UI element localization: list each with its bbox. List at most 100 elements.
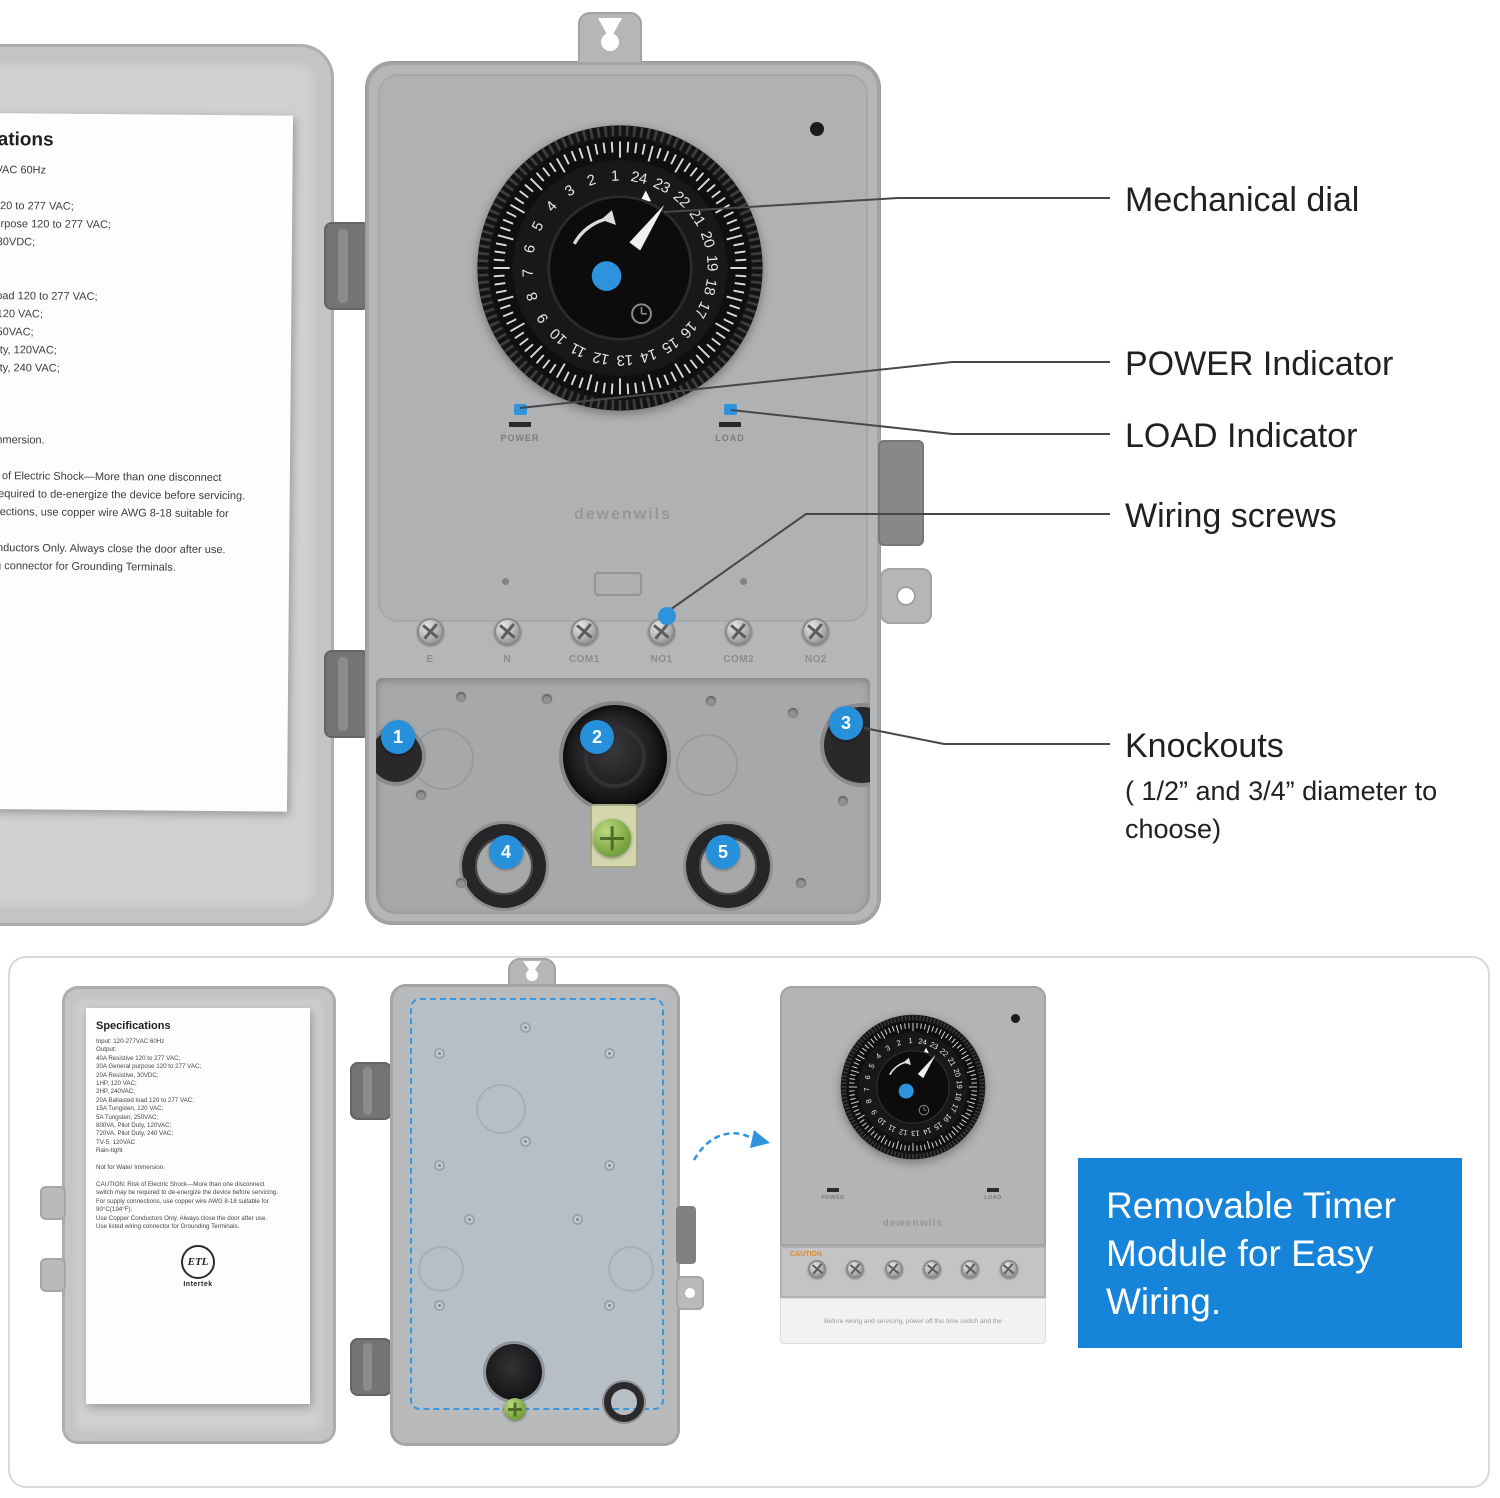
- svg-text:12: 12: [591, 348, 610, 367]
- load-indicator-label: LOAD: [715, 433, 745, 443]
- svg-text:1: 1: [908, 1036, 913, 1045]
- hinge-top-small: [350, 1062, 392, 1120]
- terminal-screw-icon: [923, 1260, 942, 1278]
- spec-line: 1HP, 120 VAC;: [96, 1080, 137, 1088]
- spec-line: [0, 412, 278, 433]
- terminal-screw-icon: [808, 1260, 827, 1278]
- wiring-terminal[interactable]: NO1: [634, 618, 690, 665]
- svg-text:20: 20: [952, 1067, 963, 1078]
- spec-line: Use Copper Conductors Only. Always close…: [0, 541, 226, 557]
- callout-knockouts-note: ( 1/2” and 3/4” diameter to choose): [1125, 776, 1438, 844]
- spec-line: [96, 1156, 300, 1164]
- side-mounting-ear: [676, 1276, 704, 1310]
- spec-line: 40A Resistive 120 to 277 VAC;: [0, 199, 74, 213]
- terminal-screw-icon[interactable]: [648, 618, 676, 645]
- svg-text:19: 19: [955, 1080, 964, 1089]
- module-terminal-strip: CAUTION: [780, 1246, 1046, 1298]
- etl-certification: ETL Intertek: [163, 1245, 233, 1288]
- svg-text:9: 9: [869, 1108, 879, 1116]
- wiring-terminal[interactable]: N: [479, 618, 535, 665]
- spec-line: 720VA, Pilot Duty, 240 VAC;: [96, 1130, 174, 1138]
- hinge-bottom-small: [350, 1338, 392, 1396]
- caution-label: CAUTION: [790, 1251, 822, 1258]
- wiring-terminal[interactable]: E: [402, 618, 458, 665]
- door-latch: [40, 1186, 66, 1220]
- svg-text:18: 18: [953, 1092, 964, 1102]
- module-warning-text: Before wiring and servicing, power off t…: [824, 1317, 1002, 1325]
- svg-text:7: 7: [520, 268, 536, 277]
- enclosure-door-open: Specifications Input: 120-277VAC 60HzOut…: [0, 44, 334, 926]
- module-warning-strip: Before wiring and servicing, power off t…: [780, 1298, 1046, 1344]
- panel-dot: [740, 578, 747, 585]
- mounting-tab-small: [508, 958, 556, 986]
- ground-screw[interactable]: [593, 819, 631, 857]
- screw-hole: [456, 878, 466, 888]
- terminal-label: NO2: [804, 654, 827, 665]
- terminal-screw-icon: [884, 1260, 903, 1278]
- load-led-icon: [723, 404, 737, 415]
- wiring-terminal[interactable]: NO2: [788, 618, 844, 665]
- callout-knockouts: Knockouts: [1125, 727, 1284, 765]
- svg-text:5: 5: [867, 1062, 877, 1070]
- spec-line: Use listed wiring connector for Groundin…: [96, 1222, 240, 1230]
- screw-hole: [838, 796, 848, 806]
- svg-text:14: 14: [922, 1126, 933, 1137]
- spec-line: 20A Ballasted load 120 to 277 VAC;: [0, 289, 98, 303]
- screw-hole: [788, 708, 798, 718]
- spec-line: Input: 120-277VAC 60Hz: [96, 1038, 165, 1045]
- wiring-terminal[interactable]: COM2: [711, 618, 767, 665]
- terminal-screw-icon[interactable]: [570, 618, 598, 645]
- terminal-row: E N COM1 NO1 COM2 NO2: [402, 618, 844, 665]
- knockout-badge-5: 5: [706, 835, 740, 869]
- terminal-screw-icon[interactable]: [493, 618, 521, 645]
- power-indicator: POWER: [808, 1188, 858, 1201]
- spec-line: Rain-tight: [0, 394, 279, 415]
- screw-hole: [434, 1160, 445, 1171]
- spec-line: For supply connections, use copper wire …: [96, 1197, 269, 1205]
- terminal-screw-icon[interactable]: [416, 618, 444, 645]
- svg-text:11: 11: [568, 339, 589, 360]
- power-indicator: POWER: [490, 404, 550, 443]
- spec-line: CAUTION: Risk of Electric Shock—More tha…: [96, 1180, 265, 1188]
- load-indicator-mark: [719, 422, 741, 427]
- terminal-screw-icon[interactable]: [725, 618, 753, 645]
- knockout-badge-3: 3: [829, 706, 863, 740]
- terminal-screw-icon[interactable]: [802, 618, 830, 645]
- knockout-grommet: [604, 1382, 644, 1422]
- wiring-terminal[interactable]: COM1: [556, 618, 612, 665]
- terminal-label: COM1: [568, 654, 600, 665]
- knockout-outline: [418, 1246, 464, 1292]
- power-indicator-mark: [509, 422, 531, 427]
- side-mounting-ear: [880, 568, 932, 624]
- load-indicator: LOAD: [700, 404, 760, 443]
- faceplate-dot: [810, 122, 824, 136]
- svg-text:23: 23: [651, 176, 673, 198]
- spec-line: 5A Tungsten, 250VAC;: [0, 325, 34, 339]
- knockout-plug: [486, 1344, 542, 1400]
- terminal-screw-icon: [999, 1260, 1018, 1278]
- svg-text:6: 6: [863, 1074, 873, 1080]
- spec-line: Input: 120-277VAC 60Hz: [0, 163, 47, 177]
- screw-hole: [572, 1214, 583, 1225]
- svg-text:13: 13: [911, 1129, 920, 1138]
- screw-hole: [520, 1022, 531, 1033]
- mounting-tab: [578, 12, 642, 64]
- enclosure-interior: [410, 998, 664, 1410]
- terminal-screw-icon: [961, 1260, 980, 1278]
- svg-text:21: 21: [946, 1056, 958, 1068]
- knockout-badge-2: 2: [580, 720, 614, 754]
- ground-screw: [504, 1398, 526, 1420]
- terminal-label: COM2: [723, 654, 755, 665]
- svg-text:8: 8: [864, 1098, 874, 1105]
- hinge-bottom: [324, 650, 370, 738]
- svg-text:2: 2: [895, 1038, 902, 1048]
